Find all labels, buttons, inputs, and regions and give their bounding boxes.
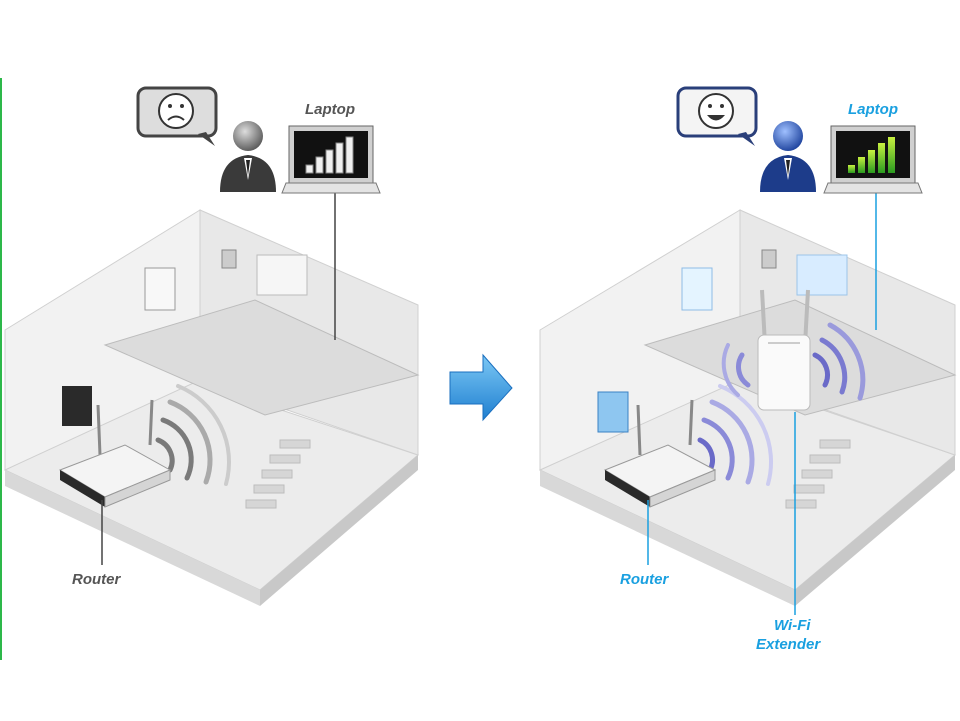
person-icon-after	[760, 121, 816, 192]
scene-after	[538, 86, 957, 615]
upper-floor	[103, 299, 420, 416]
router-label-after: Router	[620, 571, 669, 588]
extender-label-line2: Extender	[756, 636, 821, 653]
right-arrow-icon	[449, 353, 513, 422]
extender-label-line1: Wi-Fi	[774, 617, 811, 634]
happy-face-icon	[676, 86, 758, 146]
laptop-icon-after	[823, 125, 923, 194]
laptop-label-before: Laptop	[305, 101, 355, 118]
wifi-signal-icon	[155, 384, 232, 486]
router-icon	[58, 399, 172, 508]
wifi-extender-icon	[757, 289, 811, 411]
scene-before	[3, 86, 420, 606]
laptop-icon	[281, 125, 381, 194]
person-icon	[220, 121, 276, 192]
sad-face-icon	[136, 86, 218, 146]
router-label-before: Router	[72, 571, 121, 588]
extender-wifi-signal-icon	[721, 322, 866, 401]
accent-border	[0, 78, 2, 660]
router-icon-after	[603, 399, 717, 508]
laptop-label-after: Laptop	[848, 101, 898, 118]
